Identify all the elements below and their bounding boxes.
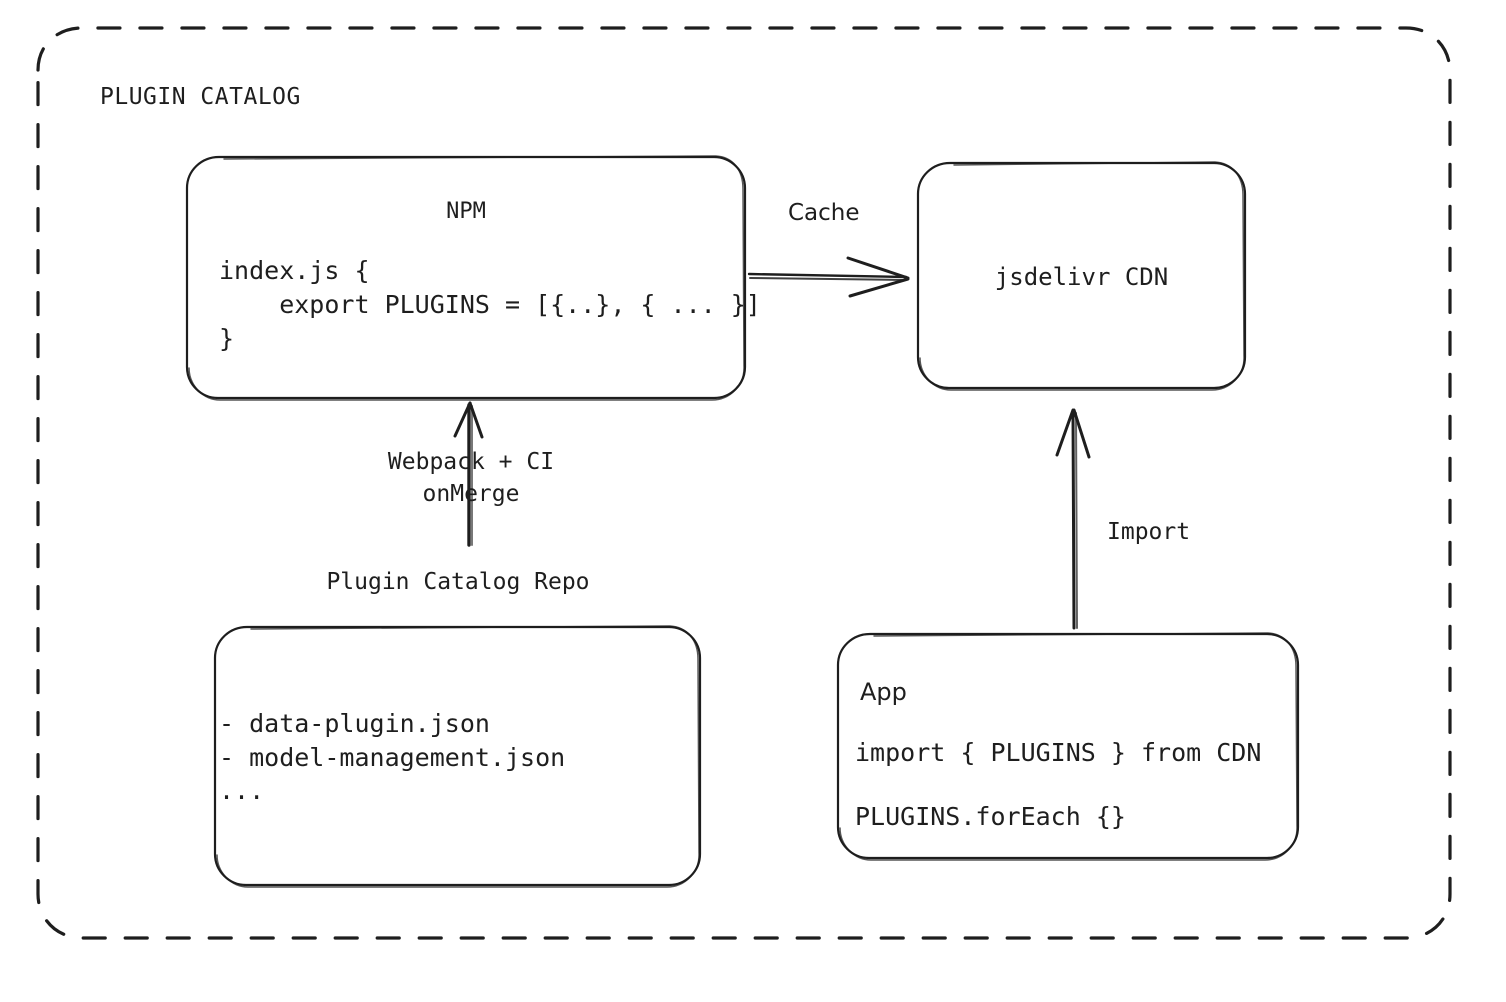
app-box-import-line: import { PLUGINS } from CDN xyxy=(855,738,1262,767)
edge-label-webpack-onmerge: Webpack + CI onMerge xyxy=(387,449,555,507)
cdn-box-title: jsdelivr CDN xyxy=(994,263,1169,291)
app-box-title: App xyxy=(860,678,907,706)
group-title: PLUGIN CATALOG xyxy=(100,84,301,110)
repo-box-file-list: - data-plugin.json - model-management.js… xyxy=(219,709,566,805)
repo-box-caption: Plugin Catalog Repo xyxy=(326,569,590,595)
edge-app-to-cdn-arrow xyxy=(1055,408,1091,630)
edge-npm-to-cdn-arrow xyxy=(747,256,910,298)
npm-box-code: index.js { export PLUGINS = [{..}, { ...… xyxy=(219,256,761,353)
app-box-foreach-line: PLUGINS.forEach {} xyxy=(855,802,1126,831)
edge-label-import: Import xyxy=(1107,519,1191,545)
edge-label-cache: Cache xyxy=(788,200,860,226)
npm-box-title: NPM xyxy=(446,199,486,224)
